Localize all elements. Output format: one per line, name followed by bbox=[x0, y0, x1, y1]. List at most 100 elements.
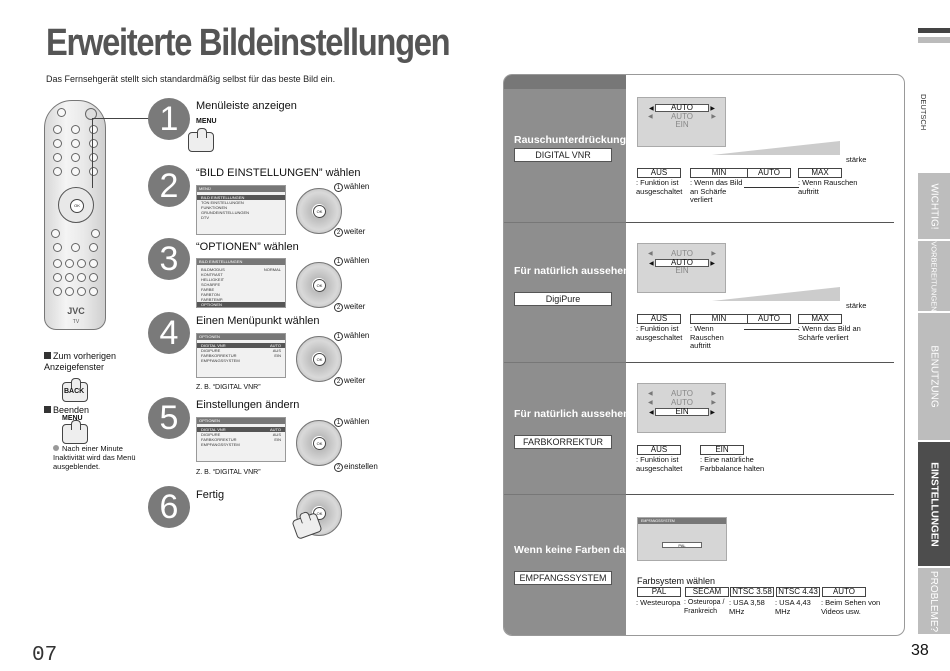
left-arrow-icon: ◀ bbox=[648, 400, 653, 406]
osd-line-value: AUS bbox=[272, 432, 281, 437]
caption-next: weiter bbox=[344, 302, 366, 311]
remote-button bbox=[53, 259, 62, 268]
option-box: AUTO bbox=[822, 587, 866, 597]
range-arrow bbox=[744, 187, 799, 188]
remote-button bbox=[89, 139, 98, 148]
step-title: Einen Menüpunkt wählen bbox=[196, 315, 320, 327]
step-number: 6 bbox=[148, 486, 190, 528]
strength-label: stärke bbox=[846, 155, 867, 164]
osd-option: ◀AUTO▶ bbox=[648, 113, 716, 121]
tab-label: WICHTIG! bbox=[928, 182, 940, 230]
option-box: AUTO bbox=[747, 168, 791, 178]
step-title: “OPTIONEN” wählen bbox=[196, 241, 299, 253]
option-box: MIN bbox=[690, 314, 748, 324]
remote-button bbox=[89, 259, 98, 268]
osd-line: BILD EINSTELLUNGEN bbox=[197, 195, 285, 200]
dial-ok-button: OK bbox=[313, 353, 326, 366]
sidebar-divider bbox=[504, 222, 626, 223]
tab-label: BENUTZUNG bbox=[928, 345, 940, 408]
remote-button bbox=[53, 287, 62, 296]
remote-button bbox=[51, 229, 60, 238]
page-number: 38 bbox=[911, 642, 929, 659]
remote-directional-pad: OK bbox=[58, 187, 94, 223]
round-bullet-icon bbox=[53, 445, 59, 451]
tab-probleme[interactable]: PROBLEME? bbox=[918, 568, 950, 634]
osd-title-bar: MENÜ bbox=[197, 186, 285, 192]
remote-button bbox=[77, 259, 86, 268]
intro-text: Das Fernsehgerät stellt sich standardmäß… bbox=[46, 74, 336, 84]
option-box: AUS bbox=[637, 168, 681, 178]
option-description: : Wenn das Bild an Schärfe verliert bbox=[690, 178, 743, 204]
remote-button bbox=[71, 153, 80, 162]
tab-benutzung[interactable]: BENUTZUNG bbox=[918, 313, 950, 440]
section-label-contours: Für natürlich aussehende Umrisse bbox=[514, 265, 687, 277]
circled-number: 1 bbox=[334, 257, 343, 266]
left-arrow-icon: ◀ bbox=[649, 410, 654, 416]
square-bullet-icon bbox=[44, 406, 51, 413]
osd-line: HELLIGKEIT bbox=[201, 277, 225, 282]
tab-strip-top-bar bbox=[918, 28, 950, 33]
section-label-natural-images: Für natürlich aussehende Bilder bbox=[514, 408, 675, 420]
osd-option-text: AUTO bbox=[670, 398, 694, 407]
circled-number: 2 bbox=[334, 303, 343, 312]
osd-option: ◀ AUTO ▶ bbox=[648, 398, 716, 407]
remote-button bbox=[53, 125, 62, 134]
remote-ok-button: OK bbox=[70, 199, 84, 213]
option-box: MAX bbox=[798, 314, 842, 324]
back-key-label: BACK bbox=[64, 388, 85, 395]
remote-button bbox=[53, 139, 62, 148]
osd-line-value: NORMAL bbox=[263, 267, 281, 272]
remote-button bbox=[71, 139, 80, 148]
tab-wichtig[interactable]: WICHTIG! bbox=[918, 173, 950, 239]
osd-option-text: EIN bbox=[675, 120, 689, 129]
step-title: “BILD EINSTELLUNGEN” wählen bbox=[196, 167, 361, 179]
remote-button bbox=[77, 273, 86, 282]
remote-button bbox=[53, 153, 62, 162]
step-title: Einstellungen ändern bbox=[196, 399, 300, 411]
circled-number: 1 bbox=[334, 332, 343, 341]
step-number: 4 bbox=[148, 312, 190, 354]
option-description: : Beim Sehen von Videos usw. bbox=[821, 598, 881, 616]
panel-sidebar bbox=[504, 75, 626, 635]
osd-line-value: AUTO bbox=[269, 427, 281, 432]
remote-button bbox=[71, 125, 80, 134]
left-arrow-icon: ◀ bbox=[649, 261, 654, 267]
osd-option: ◀AUTO▶ bbox=[648, 250, 716, 258]
dial-ok-button: OK bbox=[313, 279, 326, 292]
remote-button bbox=[57, 108, 66, 117]
option-description: : Wenn Rauschen auftritt bbox=[690, 324, 724, 350]
hand-pressing-button-icon bbox=[62, 378, 88, 402]
osd-line-value: AUTO bbox=[269, 343, 281, 348]
option-box: PAL bbox=[637, 587, 681, 597]
right-arrow-icon: ▶ bbox=[710, 261, 715, 267]
remote-button bbox=[65, 287, 74, 296]
osd-option-selected: ◀EIN▶ bbox=[649, 408, 715, 416]
osd-line-label: DIGITAL VNR bbox=[201, 427, 226, 432]
remote-model-label: TV bbox=[72, 319, 80, 325]
caption-next: weiter bbox=[344, 376, 366, 385]
dial-ok-button: OK bbox=[313, 437, 326, 450]
tab-vorbereitungen[interactable]: VORBEREITUNGEN bbox=[918, 241, 950, 311]
tab-einstellungen-active[interactable]: EINSTELLUNGEN bbox=[918, 442, 950, 566]
osd-line-value: EIN bbox=[274, 437, 281, 442]
osd-title-bar: OPTIONEN bbox=[197, 418, 285, 424]
osd-line: OPTIONEN bbox=[197, 302, 285, 307]
left-arrow-icon: ◀ bbox=[648, 251, 653, 257]
step-number: 2 bbox=[148, 165, 190, 207]
option-description: : Funktion ist ausgeschaltet bbox=[636, 455, 683, 473]
remote-button bbox=[89, 167, 98, 176]
option-description: : Osteuropa / Frankreich bbox=[684, 599, 725, 615]
right-arrow-icon: ▶ bbox=[711, 400, 716, 406]
page-counter: 07 bbox=[32, 644, 58, 667]
colour-system-title: Farbsystem wählen bbox=[637, 576, 716, 586]
osd-line: DTV bbox=[201, 215, 209, 220]
